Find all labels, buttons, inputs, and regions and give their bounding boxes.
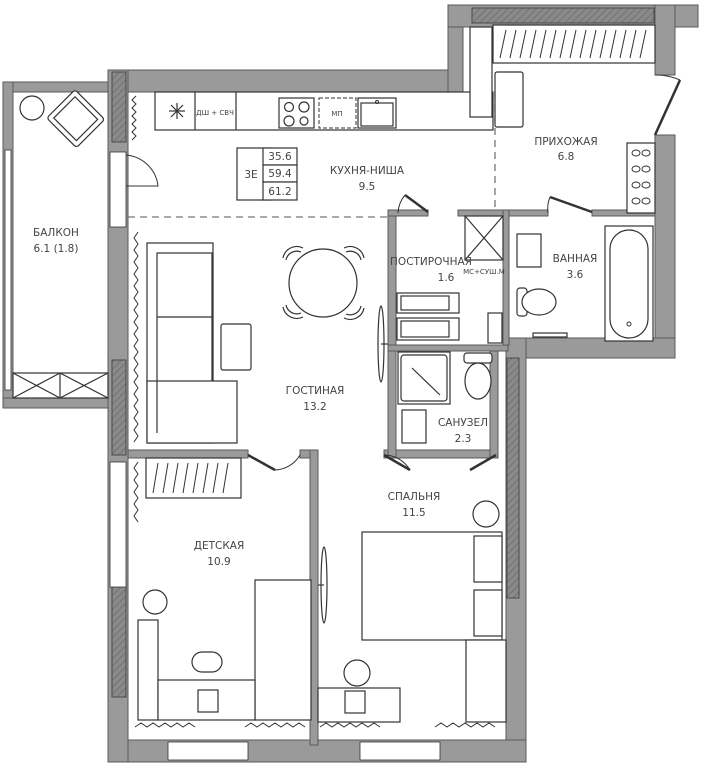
bedroom-chair-icon <box>343 659 371 687</box>
kids-chair-icon <box>191 651 223 673</box>
shower-icon <box>397 351 451 405</box>
balcony-storage-icon <box>12 372 109 399</box>
room-kitchen-area: 9.5 <box>359 181 376 193</box>
bath-sink-icon <box>516 233 542 268</box>
kids-laptop-icon <box>197 689 219 713</box>
bedroom-laptop-icon <box>344 690 366 714</box>
apartment-code: 3E <box>244 169 257 181</box>
bedroom-wardrobe-icon <box>465 639 507 723</box>
wardrobe-hall-icon <box>492 24 656 64</box>
room-kitchen-name: КУХНЯ-НИША <box>330 165 405 177</box>
total-area-value: 59.4 <box>268 168 292 180</box>
dining-table-icon <box>282 245 365 321</box>
room-living-name: ГОСТИНАЯ <box>286 385 345 397</box>
laundry-shelves-icon <box>396 292 503 344</box>
room-bathroom-area: 3.6 <box>567 269 584 281</box>
room-bedroom-area: 11.5 <box>402 507 425 519</box>
bath-toilet-icon <box>516 287 557 317</box>
sofa-icon <box>146 242 238 444</box>
room-balcony-area: 6.1 (1.8) <box>34 243 79 255</box>
balcony-plant-icon <box>19 95 45 121</box>
door-swings <box>125 74 682 472</box>
room-kids-area: 10.9 <box>207 556 230 568</box>
fridge-icon <box>169 103 185 119</box>
double-bed-icon <box>361 531 503 641</box>
kids-plant-icon <box>142 589 168 615</box>
room-bedroom-name: СПАЛЬНЯ <box>388 491 441 503</box>
wardrobe-kids-icon <box>145 457 242 499</box>
washer-dryer-icon <box>464 215 504 261</box>
total-with-balcony-value: 61.2 <box>268 186 291 198</box>
room-wc-name: САНУЗЕЛ <box>438 417 488 429</box>
room-kids-name: ДЕТСКАЯ <box>194 540 245 552</box>
room-hall-name: ПРИХОЖАЯ <box>534 136 597 148</box>
hall-cabinet-icon <box>469 26 493 118</box>
room-bathroom-name: ВАННАЯ <box>553 253 598 265</box>
bath-mat-icon <box>532 332 568 338</box>
curtain-icons <box>131 95 496 728</box>
tv-bedroom-icon <box>318 546 328 624</box>
room-hall-area: 6.8 <box>558 151 575 163</box>
coffee-table-icon <box>220 323 252 371</box>
bedside-table-icon <box>472 500 500 528</box>
area-summary-table <box>236 147 298 201</box>
kids-bed-icon <box>254 579 312 721</box>
room-balcony-name: БАЛКОН <box>33 227 79 239</box>
bathtub-icon <box>604 225 654 342</box>
room-living-area: 13.2 <box>303 401 326 413</box>
walls <box>2 4 699 763</box>
room-laundry-name: ПОСТИРОЧНАЯ <box>390 256 472 268</box>
room-laundry-area: 1.6 <box>438 272 455 284</box>
wc-sink-icon <box>401 409 427 444</box>
kids-bookshelf-icon <box>137 619 159 721</box>
shoe-rack-icon <box>626 142 656 214</box>
living-area-value: 35.6 <box>268 151 292 163</box>
armchair-icon <box>47 90 105 148</box>
hall-bench-icon <box>494 71 524 128</box>
tv-icon <box>377 305 388 383</box>
room-wc-area: 2.3 <box>455 433 472 445</box>
wc-toilet-icon <box>463 352 493 400</box>
room-laundry-note: МС+СУШ.М <box>463 268 505 276</box>
washing-machine-label: МП <box>331 110 342 118</box>
kitchen-counter <box>154 91 494 131</box>
dishwasher-microwave-label: ДШ + СВЧ <box>196 109 234 117</box>
